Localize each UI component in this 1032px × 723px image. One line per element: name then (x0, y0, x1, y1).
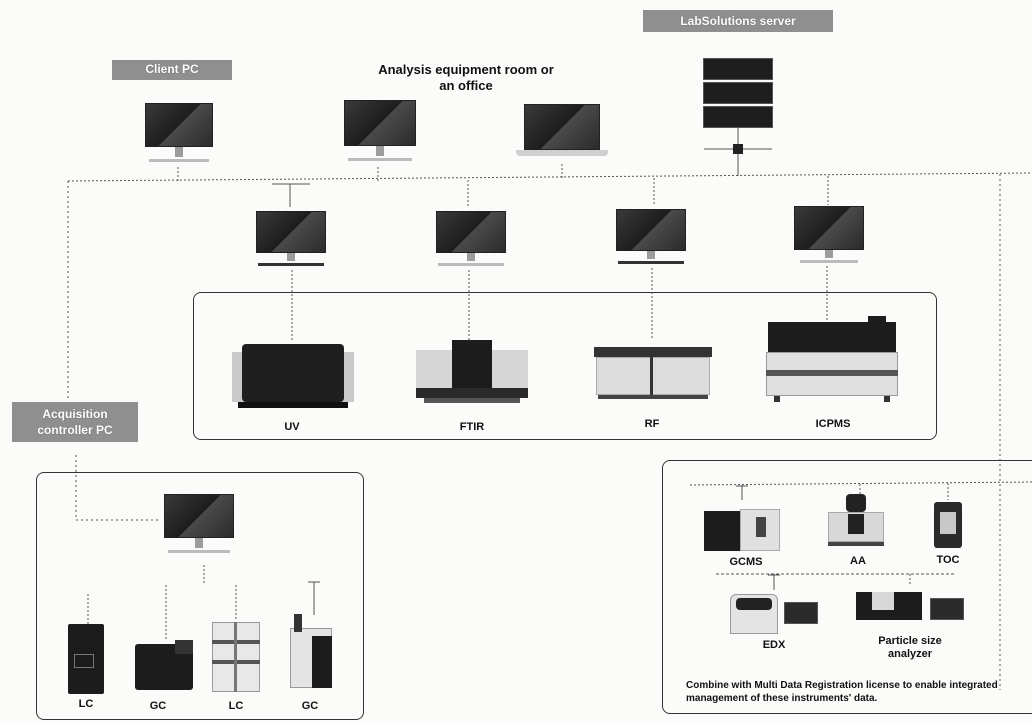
lc-instrument-icon-1 (68, 624, 110, 694)
aa-label: AA (830, 555, 886, 567)
ftir-pc-monitor (436, 211, 506, 271)
edx-label: EDX (746, 639, 802, 651)
gc-instrument-icon-2 (290, 614, 336, 688)
labsolutions-server-tag: LabSolutions server (643, 10, 833, 32)
icpms-label: ICPMS (798, 418, 868, 430)
gc-label-2: GC (290, 700, 330, 712)
lc-label-2: LC (216, 700, 256, 712)
toc-instrument-icon (934, 502, 962, 548)
aa-instrument-icon (828, 494, 884, 548)
office-laptop (516, 104, 608, 164)
gc-instrument-icon-1 (135, 640, 195, 690)
acquisition-pc-monitor (164, 494, 234, 560)
rf-pc-monitor (616, 209, 686, 269)
icpms-instrument-icon (764, 316, 900, 404)
toc-label: TOC (920, 554, 976, 566)
edx-instrument-icon (730, 594, 820, 636)
particle-size-analyzer-icon (856, 590, 964, 622)
lc-instrument-icon-2 (212, 622, 262, 692)
icpms-pc-monitor (794, 206, 864, 266)
ftir-label: FTIR (442, 421, 502, 433)
uv-label: UV (262, 421, 322, 433)
labsolutions-server-icon (703, 58, 773, 128)
uv-instrument-icon (232, 340, 354, 408)
analysis-room-caption: Analysis equipment room or an office (378, 62, 554, 94)
network-hub-icon (733, 144, 743, 154)
office-pc-monitor (344, 100, 416, 166)
gcms-label: GCMS (718, 556, 774, 568)
gcms-instrument-icon (704, 505, 780, 551)
lc-label-1: LC (66, 698, 106, 710)
particle-size-analyzer-label: Particle size analyzer (862, 635, 958, 661)
rf-instrument-icon (594, 347, 712, 401)
acquisition-controller-pc-tag: Acquisition controller PC (12, 402, 138, 442)
gc-label-1: GC (138, 700, 178, 712)
rf-label: RF (622, 418, 682, 430)
client-pc-tag: Client PC (112, 60, 232, 80)
ftir-instrument-icon (416, 340, 528, 404)
client-pc-monitor (145, 103, 213, 167)
mdr-license-note: Combine with Multi Data Registration lic… (686, 679, 1006, 705)
uv-pc-monitor (256, 211, 326, 271)
